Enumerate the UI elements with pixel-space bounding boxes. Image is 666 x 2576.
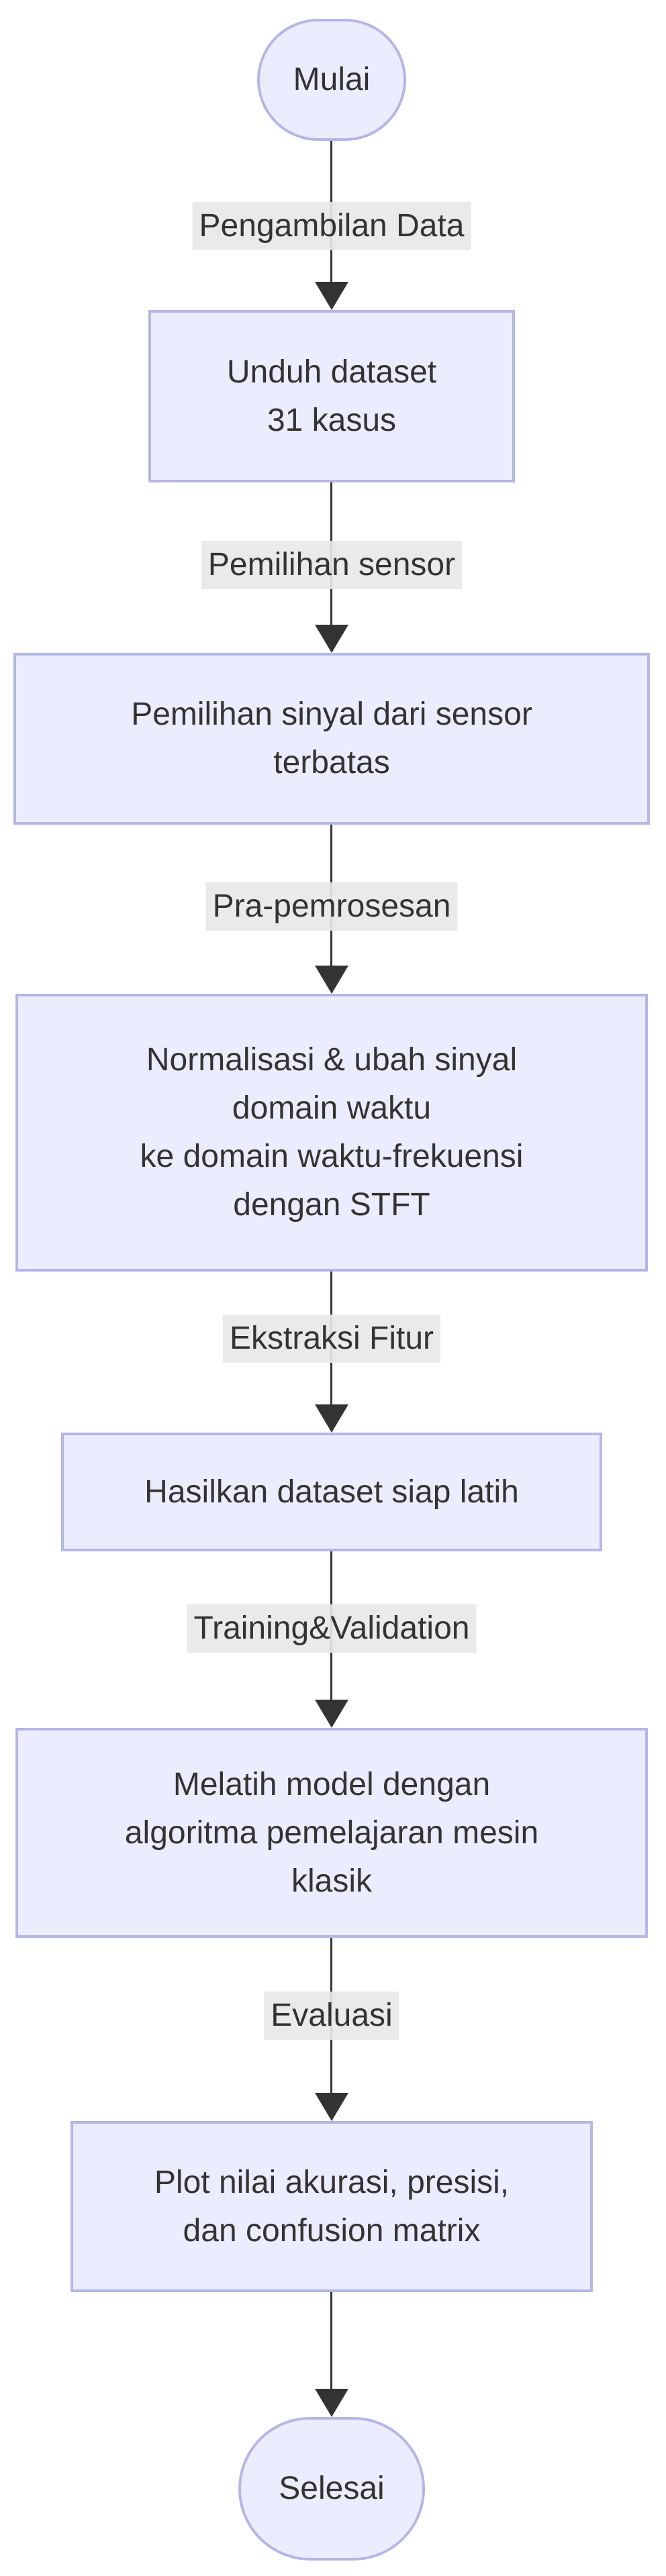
edge-label-evaluasi: Evaluasi (264, 1992, 399, 2040)
node-dataset-siap-latih-label: Hasilkan dataset siap latih (144, 1474, 519, 1510)
node-start: Mulai (257, 19, 406, 141)
node-melatih-model-line-1: Melatih model dengan (173, 1766, 491, 1802)
edge-label-training-validation: Training&Validation (187, 1604, 477, 1653)
node-melatih-model-line-3: klasik (291, 1863, 373, 1899)
node-unduh-dataset-line-2: 31 kasus (267, 402, 397, 438)
node-melatih-model: Melatih model dengan algoritma pemelajar… (15, 1728, 648, 1938)
node-normalisasi-stft-line-3: ke domain waktu-frekuensi (140, 1139, 524, 1174)
node-dataset-siap-latih: Hasilkan dataset siap latih (61, 1433, 602, 1551)
node-plot-hasil-line-2: dan confusion matrix (183, 2212, 481, 2249)
node-unduh-dataset-line-1: Unduh dataset (226, 354, 437, 390)
node-unduh-dataset: Unduh dataset 31 kasus (148, 310, 515, 482)
arrowhead-down-icon (315, 625, 348, 653)
node-normalisasi-stft-line-2: domain waktu (232, 1090, 432, 1126)
node-end-label: Selesai (279, 2471, 385, 2506)
arrowhead-down-icon (315, 1700, 348, 1728)
node-melatih-model-line-2: algoritma pemelajaran mesin (124, 1814, 539, 1851)
node-end: Selesai (238, 2417, 425, 2561)
node-normalisasi-stft-line-4: dengan STFT (233, 1187, 430, 1223)
flow-arrow-line (330, 2292, 332, 2393)
arrowhead-down-icon (315, 2093, 348, 2121)
node-plot-hasil: Plot nilai akurasi, presisi, dan confusi… (70, 2121, 593, 2292)
edge-label-pra-pemrosesan: Pra-pemrosesan (205, 882, 458, 931)
node-plot-hasil-line-1: Plot nilai akurasi, presisi, (154, 2164, 510, 2200)
edge-label-pemilihan-sensor: Pemilihan sensor (201, 541, 463, 589)
node-pemilihan-sinyal-line-1: Pemilihan sinyal dari sensor (131, 697, 532, 732)
node-normalisasi-stft: Normalisasi & ubah sinyal domain waktu k… (15, 994, 648, 1272)
edge-label-pengambilan-data: Pengambilan Data (192, 202, 471, 250)
node-pemilihan-sinyal-line-2: terbatas (273, 745, 390, 780)
arrowhead-down-icon (315, 1404, 348, 1433)
arrowhead-down-icon (315, 282, 348, 310)
arrowhead-down-icon (315, 966, 348, 994)
edge-label-ekstraksi-fitur: Ekstraksi Fitur (222, 1315, 441, 1363)
node-normalisasi-stft-line-1: Normalisasi & ubah sinyal (146, 1042, 518, 1078)
arrowhead-down-icon (315, 2389, 348, 2417)
node-start-label: Mulai (293, 62, 371, 97)
node-pemilihan-sinyal: Pemilihan sinyal dari sensor terbatas (13, 653, 650, 825)
